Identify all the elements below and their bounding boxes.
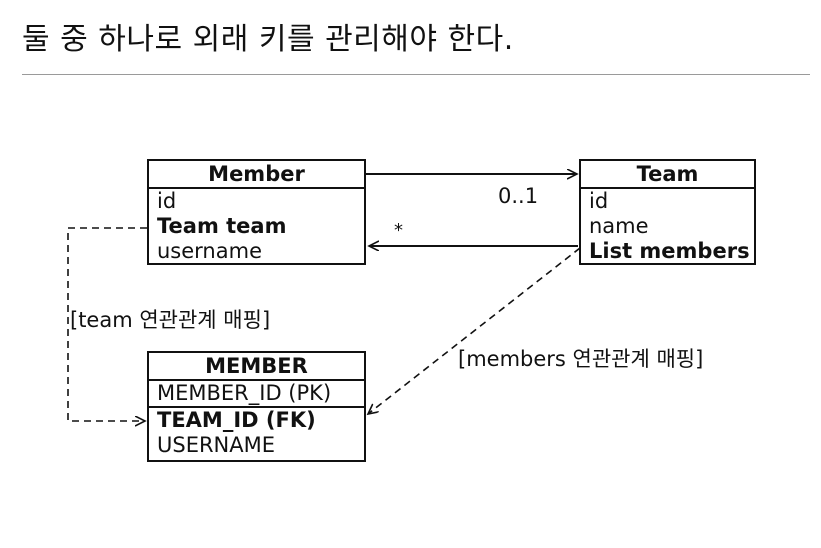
member-column-username: USERNAME xyxy=(157,433,276,457)
multiplicity-many-label: * xyxy=(394,220,403,241)
title-divider xyxy=(22,74,810,75)
member-column-fk: TEAM_ID (FK) xyxy=(157,408,316,432)
member-table-name: MEMBER xyxy=(149,353,364,381)
team-mapping-dashed-line xyxy=(67,227,147,421)
team-field-members: List members xyxy=(589,239,750,263)
member-field-team: Team team xyxy=(157,214,287,238)
member-table-box: MEMBER MEMBER_ID (PK) TEAM_ID (FK) USERN… xyxy=(147,351,366,462)
multiplicity-one-label: 0..1 xyxy=(498,184,539,208)
team-entity-name: Team xyxy=(581,161,754,189)
team-field-id: id xyxy=(589,189,609,213)
team-mapping-label: [team 연관관계 매핑] xyxy=(70,308,271,332)
member-field-id: id xyxy=(157,189,177,213)
member-entity-box: Member id Team team username xyxy=(147,159,366,265)
members-mapping-dashed-line xyxy=(368,247,581,414)
team-entity-box: Team id name List members xyxy=(579,159,756,265)
member-entity-name: Member xyxy=(149,161,364,189)
team-field-name: name xyxy=(589,214,649,238)
page-title: 둘 중 하나로 외래 키를 관리해야 한다. xyxy=(22,22,514,57)
member-column-pk: MEMBER_ID (PK) xyxy=(149,381,364,408)
member-field-username: username xyxy=(157,239,262,263)
members-mapping-label: [members 연관관계 매핑] xyxy=(458,347,704,371)
